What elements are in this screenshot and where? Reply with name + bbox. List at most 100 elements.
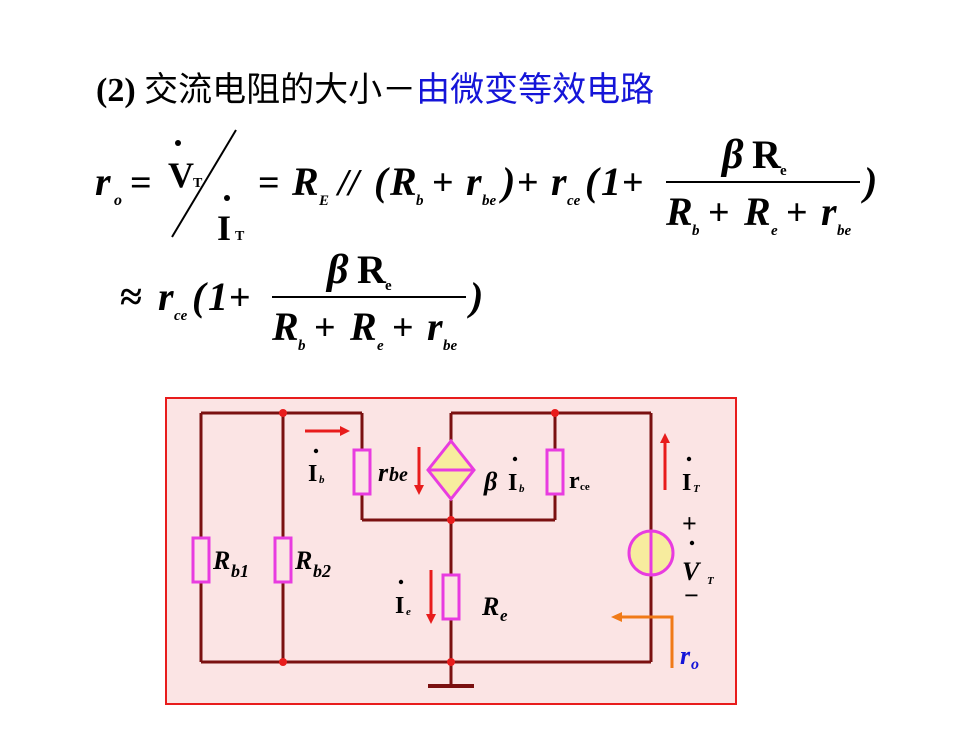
den-Rb-2: R <box>271 304 299 349</box>
den-plus-1b: + <box>786 192 808 234</box>
slide-title: (2) 交流电阻的大小－由微变等效电路 <box>96 62 654 111</box>
beta-symbol-1: β <box>720 132 744 178</box>
label-VT: V <box>682 557 702 586</box>
arrow-IT <box>660 433 670 490</box>
it-dot <box>224 195 230 201</box>
den-plus-1a: + <box>708 192 730 234</box>
label-Re-sub: e <box>500 606 508 625</box>
label-Ib-sub: b <box>319 474 325 486</box>
paren-close-2: ) <box>861 159 877 204</box>
label-IT: I <box>682 470 691 496</box>
Re-num-sub-2: e <box>385 278 392 294</box>
den-plus-2a: + <box>314 307 336 349</box>
den-Re-2: R <box>349 304 377 349</box>
label-ro: r <box>680 641 691 670</box>
rbe-sub: be <box>482 193 497 209</box>
Rb-sub: b <box>416 193 424 209</box>
resistor-rce <box>545 448 565 496</box>
RE-sub: E <box>318 193 329 209</box>
paren-open-1: ( <box>374 159 390 204</box>
Ie-dot <box>398 579 404 585</box>
label-Rb1-sub: b1 <box>231 561 249 581</box>
fraction-slash <box>171 129 237 238</box>
title-text: 交流电阻的大小－ <box>144 70 417 110</box>
label-plus: + <box>682 509 697 538</box>
label-Re: R <box>481 592 499 621</box>
plus-1: + <box>432 162 454 204</box>
Ib-dot <box>313 448 319 454</box>
rbe-symbol: r <box>466 159 482 204</box>
label-Rb2: R <box>294 546 312 575</box>
label-Ib: I <box>308 461 317 487</box>
Re-num-symbol-2: R <box>357 247 387 292</box>
vt-sub: T <box>193 176 203 191</box>
rce-sub-2: ce <box>174 308 188 324</box>
paren-close-3: ) <box>467 274 483 319</box>
den-plus-2b: + <box>392 307 414 349</box>
vt-symbol: V <box>168 155 194 195</box>
label-Ie-sub: e <box>406 606 411 618</box>
den-Re-sub-2: e <box>377 338 384 354</box>
den-Rb-sub-2: b <box>298 338 306 354</box>
label-IT-sub: T <box>693 483 701 495</box>
it-symbol: I <box>217 208 231 248</box>
arrow-Ib <box>305 426 350 436</box>
approx-symbol: ≈ <box>120 274 142 319</box>
den-rbe-sub-1: be <box>837 223 852 239</box>
paren-close-1: ) <box>499 159 515 204</box>
IT-dot <box>686 456 692 462</box>
arrow-Ie <box>426 570 436 624</box>
paren-open-2: ( <box>585 159 601 204</box>
section-number: (2) <box>96 72 136 109</box>
label-beta: β <box>483 467 498 496</box>
plus-2: + <box>517 162 539 204</box>
junction-dots <box>279 409 559 666</box>
equals-1: = <box>130 162 152 204</box>
label-VT-sub: T <box>707 575 715 587</box>
title-highlight: 由微变等效电路 <box>416 70 655 110</box>
VT-dot <box>689 540 695 546</box>
Re-num-sub-1: e <box>780 163 787 179</box>
Ib2-dot <box>512 456 518 462</box>
resistor-Re <box>441 573 461 621</box>
label-Ie: I <box>395 593 404 619</box>
label-rbe-sub: be <box>389 464 408 486</box>
label-rce-sub: ce <box>580 481 590 493</box>
rce-symbol-2: r <box>158 274 174 319</box>
label-Ib2: I <box>508 470 517 496</box>
den-Re-1: R <box>743 189 771 234</box>
Rb-symbol: R <box>389 159 417 204</box>
plus-3: + <box>622 162 644 204</box>
label-Rb2-sub: b2 <box>313 561 331 581</box>
label-Ib2-sub: b <box>519 483 525 495</box>
one-1: 1 <box>601 159 621 204</box>
ro-sub: o <box>114 192 122 209</box>
resistor-Rb1 <box>191 536 211 584</box>
resistor-rbe <box>352 448 372 496</box>
beta-symbol-2: β <box>325 247 349 293</box>
arrow-ro <box>611 612 674 668</box>
one-2: 1 <box>208 274 228 319</box>
rce-sub: ce <box>567 193 581 209</box>
rce-symbol: r <box>551 159 567 204</box>
label-minus: − <box>684 581 699 610</box>
arrow-rbe-current <box>414 447 424 495</box>
den-rbe-sub-2: be <box>443 338 458 354</box>
den-Rb-sub-1: b <box>692 223 700 239</box>
ro-symbol: r <box>95 159 111 204</box>
label-ro-sub: o <box>691 656 699 673</box>
Re-num-symbol-1: R <box>752 132 782 177</box>
label-rbe: r <box>378 458 389 487</box>
den-rbe-1: r <box>821 189 837 234</box>
vt-dot <box>175 140 181 146</box>
label-rce: r <box>569 468 580 494</box>
it-sub: T <box>235 229 245 244</box>
plus-4: + <box>229 277 251 319</box>
parallel-symbol: // <box>335 162 363 204</box>
paren-open-3: ( <box>192 274 208 319</box>
den-Re-sub-1: e <box>771 223 778 239</box>
den-Rb-1: R <box>665 189 693 234</box>
label-Rb1: R <box>212 546 230 575</box>
